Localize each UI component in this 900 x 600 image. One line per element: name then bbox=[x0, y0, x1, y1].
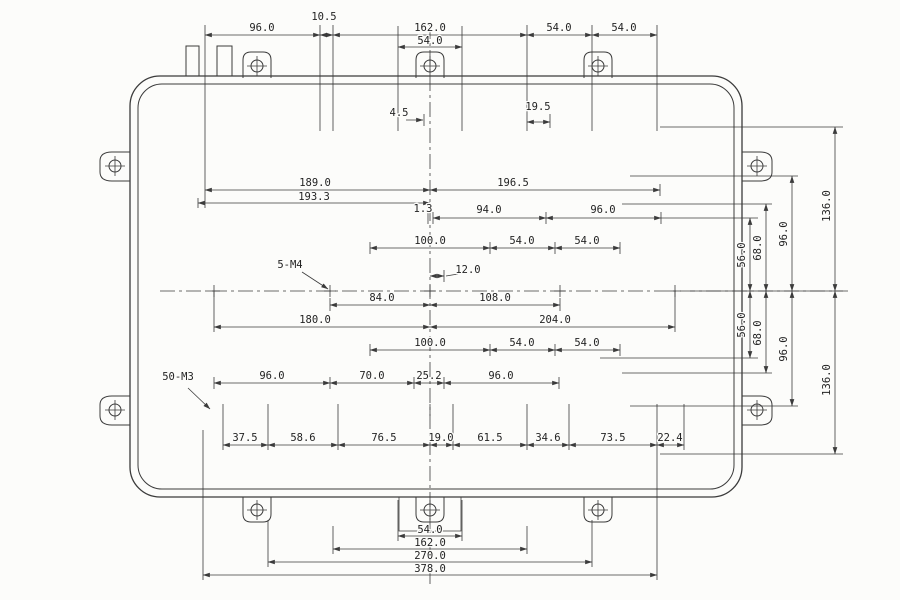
m4-hole-crosses bbox=[208, 285, 681, 297]
enclosure-inner-edge bbox=[137, 83, 735, 490]
dim-label: 37.5 bbox=[232, 432, 257, 444]
dim-label: 56.0 bbox=[736, 242, 748, 267]
enclosure-outline bbox=[99, 45, 773, 532]
dim-label: 73.5 bbox=[600, 432, 625, 444]
dim-label: 54.0 bbox=[574, 337, 599, 349]
dim-label: 270.0 bbox=[414, 550, 446, 562]
top-left-terminal-tabs bbox=[185, 45, 233, 76]
dim-label: 19.0 bbox=[428, 432, 453, 444]
thread-callout-m3: 50-M3 bbox=[162, 371, 194, 383]
dim-label: 84.0 bbox=[369, 292, 394, 304]
dim-label: 70.0 bbox=[359, 370, 384, 382]
dimension-lines bbox=[187, 32, 838, 578]
dim-label: 136.0 bbox=[821, 190, 833, 222]
dim-label: 189.0 bbox=[299, 177, 331, 189]
dim-label: 12.0 bbox=[455, 264, 480, 276]
dim-label: 96.0 bbox=[778, 221, 790, 246]
dim-label: 54.0 bbox=[509, 235, 534, 247]
dim-label: 136.0 bbox=[821, 364, 833, 396]
thread-callout-m4: 5-M4 bbox=[277, 259, 302, 271]
dim-label: 22.4 bbox=[657, 432, 682, 444]
m4-callout-leader bbox=[301, 271, 329, 290]
dim-label: 96.0 bbox=[590, 204, 615, 216]
dim-12-leader bbox=[445, 273, 459, 277]
dim-label: 58.6 bbox=[290, 432, 315, 444]
dim-label: 162.0 bbox=[414, 537, 446, 549]
dim-label: 193.3 bbox=[298, 191, 330, 203]
dim-label: 4.5 bbox=[390, 107, 409, 119]
dim-label: 54.0 bbox=[509, 337, 534, 349]
dim-label: 162.0 bbox=[414, 22, 446, 34]
dim-label: 96.0 bbox=[778, 336, 790, 361]
mounting-tab-right-upper bbox=[742, 151, 773, 182]
dim-label: 94.0 bbox=[476, 204, 501, 216]
dim-label: 54.0 bbox=[611, 22, 636, 34]
mounting-tab-top-right bbox=[583, 51, 613, 78]
dim-label: 25.2 bbox=[416, 370, 441, 382]
dim-label: 100.0 bbox=[414, 235, 446, 247]
top-extension-lines bbox=[204, 25, 658, 131]
dim-label: 68.0 bbox=[752, 320, 764, 345]
dim-label: 61.5 bbox=[477, 432, 502, 444]
dim-label: 10.5 bbox=[311, 11, 336, 23]
mounting-tab-bottom-right bbox=[583, 497, 613, 523]
mounting-tab-bottom-left bbox=[242, 497, 272, 523]
dim-label: 196.5 bbox=[497, 177, 529, 189]
dim-label: 76.5 bbox=[371, 432, 396, 444]
dim-label: 108.0 bbox=[479, 292, 511, 304]
dim-label: 54.0 bbox=[574, 235, 599, 247]
dim-label: 54.0 bbox=[417, 524, 442, 536]
dim-label: 54.0 bbox=[546, 22, 571, 34]
tab-hole-crosshairs bbox=[105, 56, 767, 520]
mounting-tab-left-upper bbox=[99, 151, 130, 182]
dim-label: 204.0 bbox=[539, 314, 571, 326]
centerlines bbox=[160, 24, 848, 584]
dim-label: 96.0 bbox=[488, 370, 513, 382]
right-side-connectors bbox=[600, 126, 843, 455]
enclosure-outer-edge bbox=[129, 75, 743, 498]
dim-label: 54.0 bbox=[417, 35, 442, 47]
dim-label: 19.5 bbox=[525, 101, 550, 113]
dim-label: 96.0 bbox=[249, 22, 274, 34]
dim-label: 100.0 bbox=[414, 337, 446, 349]
dim-label: 180.0 bbox=[299, 314, 331, 326]
mounting-tab-right-lower bbox=[742, 395, 773, 426]
mounting-tab-left-lower bbox=[99, 395, 130, 426]
dim-label: 378.0 bbox=[414, 563, 446, 575]
mounting-tab-top-left bbox=[242, 51, 272, 78]
dim-label: 34.6 bbox=[535, 432, 560, 444]
dim-label: 1.3 bbox=[414, 203, 433, 215]
bottom-extension-lines bbox=[202, 430, 593, 580]
dim-label: 68.0 bbox=[752, 235, 764, 260]
dim-label: 96.0 bbox=[259, 370, 284, 382]
m3-callout-leader bbox=[187, 387, 211, 410]
dim-label: 56.0 bbox=[736, 312, 748, 337]
